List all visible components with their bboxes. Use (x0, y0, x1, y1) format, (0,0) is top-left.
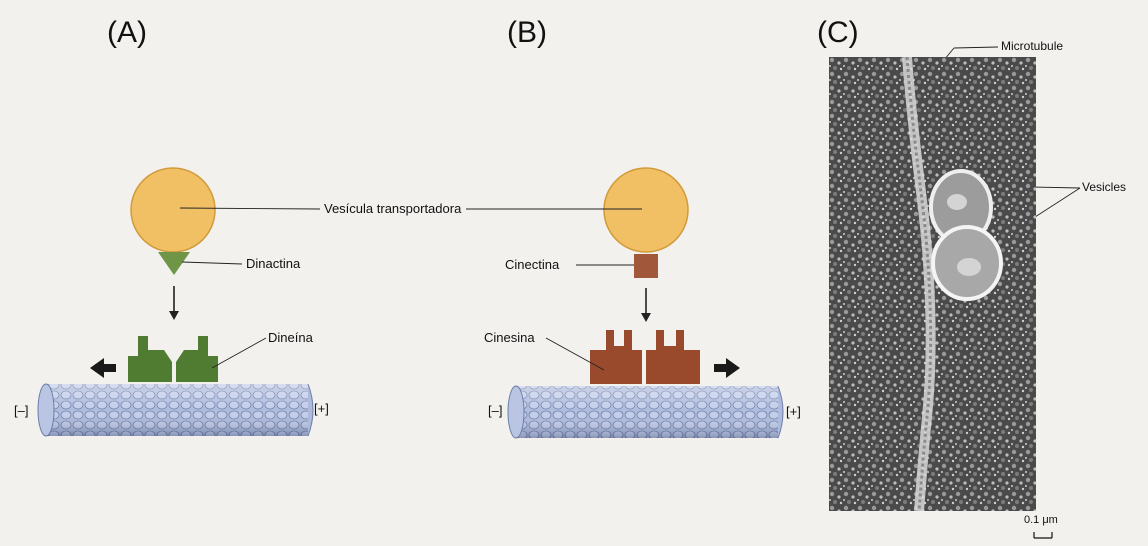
label-plus-a: [+] (314, 401, 329, 416)
label-scale: 0.1 μm (1024, 514, 1058, 526)
electron-micrograph (829, 57, 1036, 511)
dynein-a (128, 336, 218, 382)
microtubule-a (37, 383, 314, 437)
down-arrow-b (641, 288, 651, 322)
panel-b (466, 167, 784, 439)
label-cinectina: Cinectina (505, 257, 560, 272)
panel-a (37, 167, 321, 437)
transport-vesicle-b (603, 167, 689, 253)
label-cinesina: Cinesina (484, 330, 535, 345)
label-plus-b: [+] (786, 404, 801, 419)
label-vesicula: Vesícula transportadora (324, 201, 462, 216)
label-minus-b: [–] (488, 403, 503, 418)
label-microtubule: Microtubule (1001, 39, 1064, 53)
label-dineina: Dineína (268, 330, 313, 345)
label-minus-a: [–] (14, 403, 29, 418)
kinectin-b (634, 254, 658, 278)
microtubule-b (507, 385, 784, 439)
label-dinactina: Dinactina (246, 256, 301, 271)
right-direction-arrow (714, 358, 740, 378)
left-direction-arrow (90, 358, 116, 378)
down-arrow-a (169, 286, 179, 320)
dynactin-a (158, 252, 190, 275)
panel-label-c: (C) (817, 16, 859, 49)
transport-vesicle-a (130, 167, 216, 253)
panel-label-a: (A) (107, 16, 147, 49)
label-vesicles: Vesicles (1082, 180, 1127, 194)
scale-bar (1033, 532, 1053, 539)
panel-label-b: (B) (507, 16, 547, 49)
kinesin-b (590, 330, 700, 384)
